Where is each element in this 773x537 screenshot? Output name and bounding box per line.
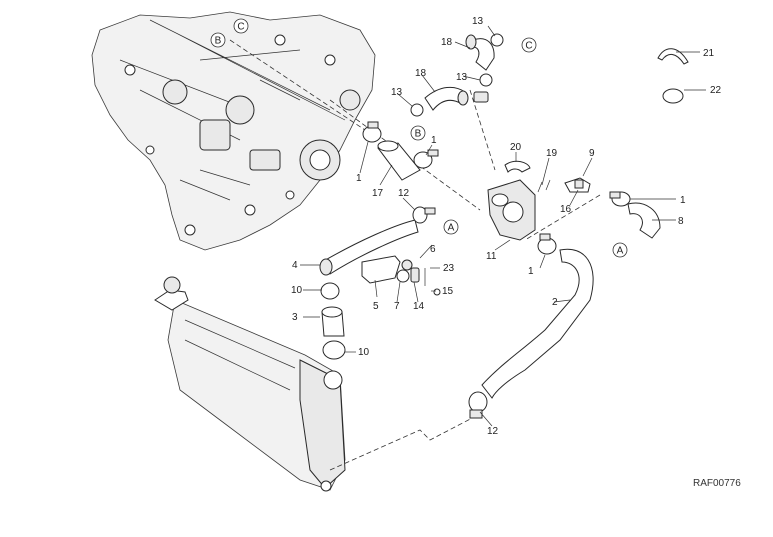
engine-block — [91, 11, 376, 251]
clamp-10-upper — [320, 282, 340, 300]
svg-text:B: B — [415, 129, 422, 140]
hose-2 — [481, 248, 594, 399]
label-18a: 18 — [441, 37, 453, 48]
label-19: 19 — [546, 148, 558, 159]
label-4: 4 — [292, 260, 298, 271]
dashed-connection-lines — [229, 39, 601, 471]
gasket-20 — [504, 160, 531, 173]
clamp-1-upper-left — [362, 121, 382, 143]
label-7: 7 — [394, 301, 400, 312]
clamp-1-center — [537, 233, 557, 255]
label-16: 16 — [560, 204, 572, 215]
label-3: 3 — [292, 312, 298, 323]
hose-18-upper — [465, 34, 495, 71]
thermostat-housing-11 — [487, 179, 536, 241]
clamp-13-mid — [479, 73, 493, 87]
label-13c: 13 — [391, 87, 403, 98]
ref-circle-a-right: A — [612, 242, 628, 258]
label-10a: 10 — [291, 285, 303, 296]
clamp-12-upper — [412, 206, 436, 224]
label-13a: 13 — [472, 16, 484, 27]
clamp-13-top — [490, 33, 504, 47]
temperature-sensor-9 — [564, 177, 591, 193]
clamp-10-lower — [322, 340, 346, 360]
ref-circle-b-mid: B — [410, 125, 426, 141]
label-17: 17 — [372, 188, 384, 199]
label-8: 8 — [678, 216, 684, 227]
label-23: 23 — [443, 263, 455, 274]
radiator — [154, 276, 346, 492]
bracket-5 — [361, 255, 401, 284]
label-11: 11 — [486, 251, 497, 262]
label-5: 5 — [373, 301, 379, 312]
hose-8 — [627, 202, 661, 239]
part-number-labels: 13 18 13 18 13 1 17 1 12 20 19 9 16 11 1… — [291, 16, 722, 437]
label-14: 14 — [413, 301, 425, 312]
label-1d: 1 — [680, 195, 686, 206]
bolts-19 — [537, 179, 551, 193]
clamp-1-right — [609, 191, 631, 207]
clamp-1-upper-right — [413, 149, 439, 169]
svg-text:B: B — [215, 36, 222, 47]
clip-21 — [657, 48, 689, 65]
ref-circle-b-top: B — [210, 32, 226, 48]
label-12b: 12 — [487, 426, 499, 437]
label-15: 15 — [442, 286, 454, 297]
ref-circle-c-top: C — [233, 18, 249, 34]
label-6: 6 — [430, 244, 436, 255]
label-18b: 18 — [415, 68, 427, 79]
label-9: 9 — [589, 148, 595, 159]
label-1a: 1 — [356, 173, 362, 184]
drawing-code: RAF00776 — [693, 478, 741, 489]
svg-text:A: A — [617, 246, 624, 257]
label-22: 22 — [710, 85, 722, 96]
leader-lines — [300, 25, 706, 427]
hose-17 — [377, 140, 421, 181]
clamp-3 — [473, 91, 489, 103]
ref-circle-a-mid: A — [443, 219, 459, 235]
clamp-13-left — [410, 103, 424, 117]
label-1b: 1 — [431, 135, 437, 146]
ref-circle-c-right: C — [521, 37, 537, 53]
label-2: 2 — [552, 297, 558, 308]
label-21: 21 — [703, 48, 715, 59]
hose-4 — [319, 219, 419, 276]
label-20: 20 — [510, 142, 522, 153]
parts-6-7-14-15-23 — [396, 259, 441, 296]
hose-18-lower — [424, 86, 469, 111]
clamp-12-lower — [468, 391, 488, 419]
label-1c: 1 — [528, 266, 534, 277]
svg-text:C: C — [525, 41, 532, 52]
label-13b: 13 — [456, 72, 468, 83]
label-10b: 10 — [358, 347, 370, 358]
svg-text:A: A — [448, 223, 455, 234]
clamp-22 — [662, 88, 684, 104]
svg-text:C: C — [237, 22, 244, 33]
hose-3 — [321, 306, 345, 337]
label-12a: 12 — [398, 188, 410, 199]
